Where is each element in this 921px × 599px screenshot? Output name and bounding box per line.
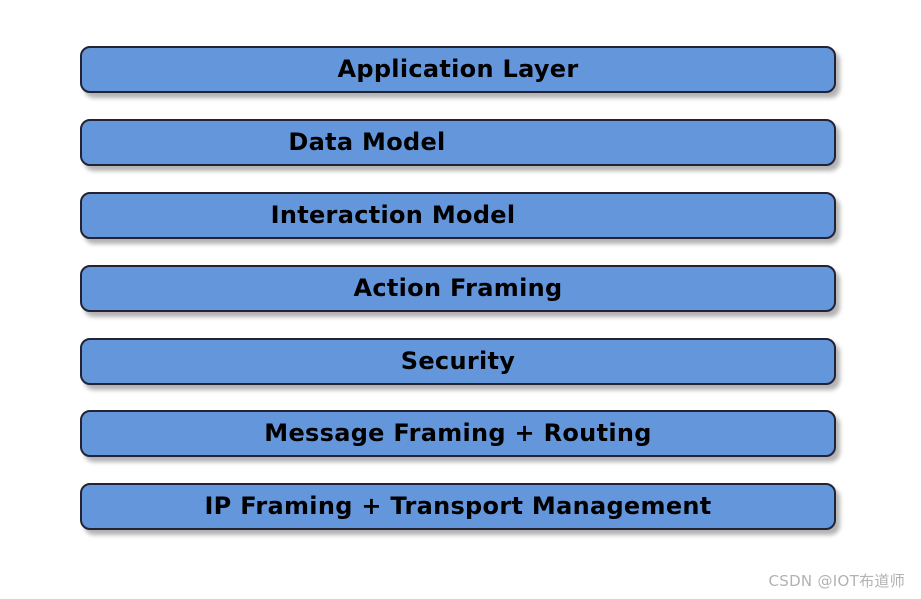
layer-label-message-framing-routing: Message Framing + Routing — [264, 418, 652, 447]
layer-label-data-model: Data Model — [288, 127, 446, 156]
layer-box-data-model: Data Model — [80, 119, 836, 166]
layer-box-security: Security — [80, 338, 836, 385]
layer-box-message-framing-routing: Message Framing + Routing — [80, 410, 836, 457]
layer-label-application-layer: Application Layer — [337, 54, 579, 83]
layer-box-ip-framing-transport-management: IP Framing + Transport Management — [80, 483, 836, 530]
layer-label-interaction-model: Interaction Model — [270, 200, 516, 229]
layer-label-ip-framing-transport-management: IP Framing + Transport Management — [204, 491, 712, 520]
layer-label-action-framing: Action Framing — [353, 273, 563, 302]
watermark-text: CSDN @IOT布道师 — [768, 572, 905, 590]
layer-box-application-layer: Application Layer — [80, 46, 836, 93]
layer-box-interaction-model: Interaction Model — [80, 192, 836, 239]
layer-box-action-framing: Action Framing — [80, 265, 836, 312]
layer-label-security: Security — [400, 346, 516, 375]
